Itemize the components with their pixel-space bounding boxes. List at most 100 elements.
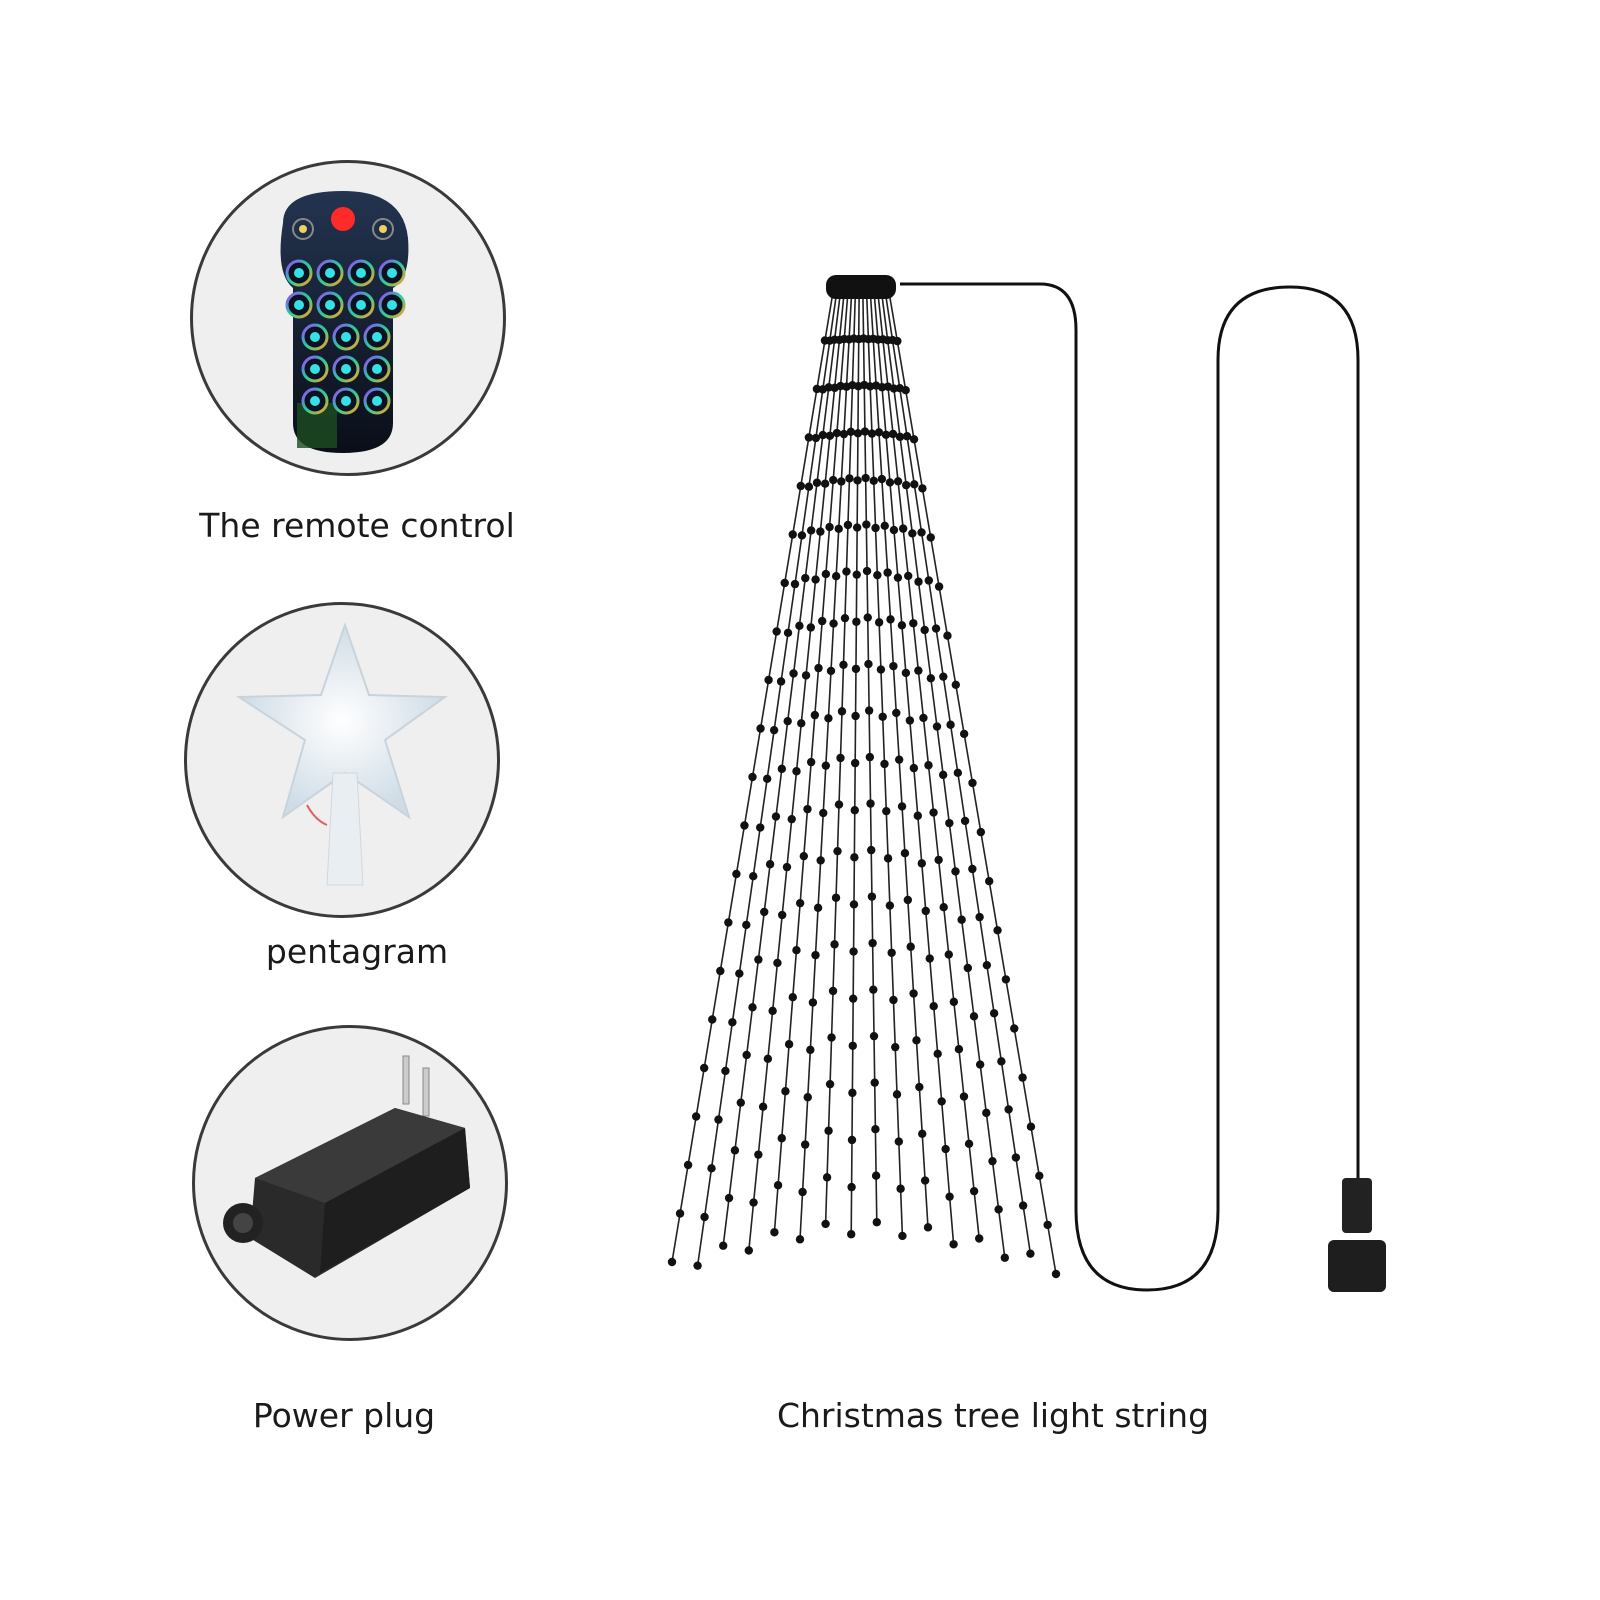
light-strand — [671, 291, 834, 1263]
led-bulb — [1026, 1122, 1036, 1131]
led-bulb — [800, 1140, 810, 1149]
led-bulb — [845, 474, 854, 483]
led-bulb — [742, 920, 751, 930]
led-bulb — [811, 575, 820, 584]
led-bulb — [945, 1192, 954, 1201]
led-bulb — [814, 663, 823, 673]
led-bulb — [811, 433, 821, 443]
led-bulb — [834, 524, 843, 534]
led-bulb — [881, 430, 891, 440]
remote-button-glyph — [372, 396, 382, 406]
led-bulb — [873, 335, 883, 344]
led-bulb — [818, 430, 828, 440]
led-bulb — [900, 849, 910, 858]
led-bulb — [918, 1129, 927, 1139]
led-bulb — [851, 664, 861, 674]
led-bulb — [894, 1137, 904, 1146]
led-bulb — [1018, 1073, 1027, 1082]
led-bulb — [797, 719, 806, 728]
led-bulb — [893, 336, 902, 346]
led-bulb — [1010, 1024, 1019, 1033]
light-strand — [824, 291, 857, 1224]
led-bulb — [885, 478, 895, 487]
led-bulb — [824, 383, 833, 392]
led-bulb — [883, 854, 893, 863]
led-bulb — [951, 867, 960, 876]
led-bulb — [988, 1156, 997, 1166]
led-bulb — [821, 761, 831, 770]
led-bulb — [833, 846, 842, 856]
remote-button-glyph — [310, 332, 320, 342]
led-bulb — [742, 1050, 751, 1060]
led-bulb — [820, 479, 830, 488]
led-bulb — [843, 520, 853, 530]
remote-control-icon — [280, 191, 409, 453]
led-bulb — [1011, 1153, 1021, 1162]
led-bulb — [903, 895, 913, 905]
led-bulb — [929, 808, 938, 817]
led-bulb — [868, 938, 877, 948]
led-bulb — [893, 477, 903, 486]
led-bulb — [898, 524, 908, 533]
led-bulb — [864, 334, 873, 344]
led-bulb — [852, 523, 862, 532]
led-bulb — [932, 722, 942, 731]
led-bulb — [847, 1135, 857, 1145]
led-bulb — [969, 1186, 979, 1196]
led-bulb — [960, 816, 970, 826]
led-bulb — [869, 334, 878, 343]
led-bulb — [926, 533, 935, 542]
led-bulb — [850, 758, 860, 768]
led-bulb — [901, 668, 911, 678]
led-bulb — [721, 1066, 730, 1076]
led-bulb — [714, 1115, 723, 1124]
led-bulb — [784, 1040, 794, 1049]
led-bulb — [915, 1082, 924, 1092]
led-bulb — [792, 945, 801, 955]
led-bulb — [782, 862, 792, 872]
led-bulb — [917, 859, 926, 868]
led-bulb — [765, 860, 775, 869]
led-bulb — [943, 631, 952, 640]
led-bulb — [748, 1003, 757, 1012]
led-bulb — [848, 1088, 857, 1098]
led-bulb — [889, 384, 899, 393]
led-bulb — [777, 910, 787, 920]
led-bulb — [826, 666, 836, 676]
led-bulb — [946, 720, 955, 729]
led-bulb — [799, 851, 809, 861]
led-bulb — [1000, 1253, 1009, 1262]
led-bulb — [870, 1078, 879, 1087]
led-bulb — [842, 382, 851, 391]
led-bulb — [756, 724, 765, 733]
led-bulb — [781, 1087, 790, 1096]
led-bulb — [849, 334, 859, 343]
led-bulb — [748, 772, 757, 782]
led-bulb — [825, 431, 835, 440]
led-bulb — [926, 674, 936, 683]
power-adapter-circle — [192, 1025, 508, 1341]
led-bulb — [760, 907, 769, 917]
led-bulb — [904, 571, 913, 581]
led-bulb — [864, 706, 874, 715]
led-bulb — [850, 853, 859, 862]
led-bulb — [762, 774, 772, 784]
led-bulb — [949, 997, 959, 1007]
led-bulb — [909, 435, 919, 444]
led-bulb — [789, 669, 798, 678]
remote-button-glyph — [356, 268, 366, 278]
led-bulb — [842, 567, 851, 576]
star-topper-label: pentagram — [265, 932, 449, 971]
led-bulb — [896, 1184, 905, 1193]
led-bulb — [865, 752, 875, 762]
led-bulb — [683, 1160, 693, 1170]
led-bulb — [887, 948, 896, 957]
led-bulb — [804, 482, 814, 491]
led-bulb — [866, 799, 875, 808]
led-bulb — [825, 522, 834, 532]
led-bulb — [993, 926, 1002, 935]
light-strand — [748, 291, 845, 1251]
led-bulb — [735, 969, 744, 978]
led-bulb — [816, 856, 825, 865]
led-bulb — [754, 955, 763, 964]
